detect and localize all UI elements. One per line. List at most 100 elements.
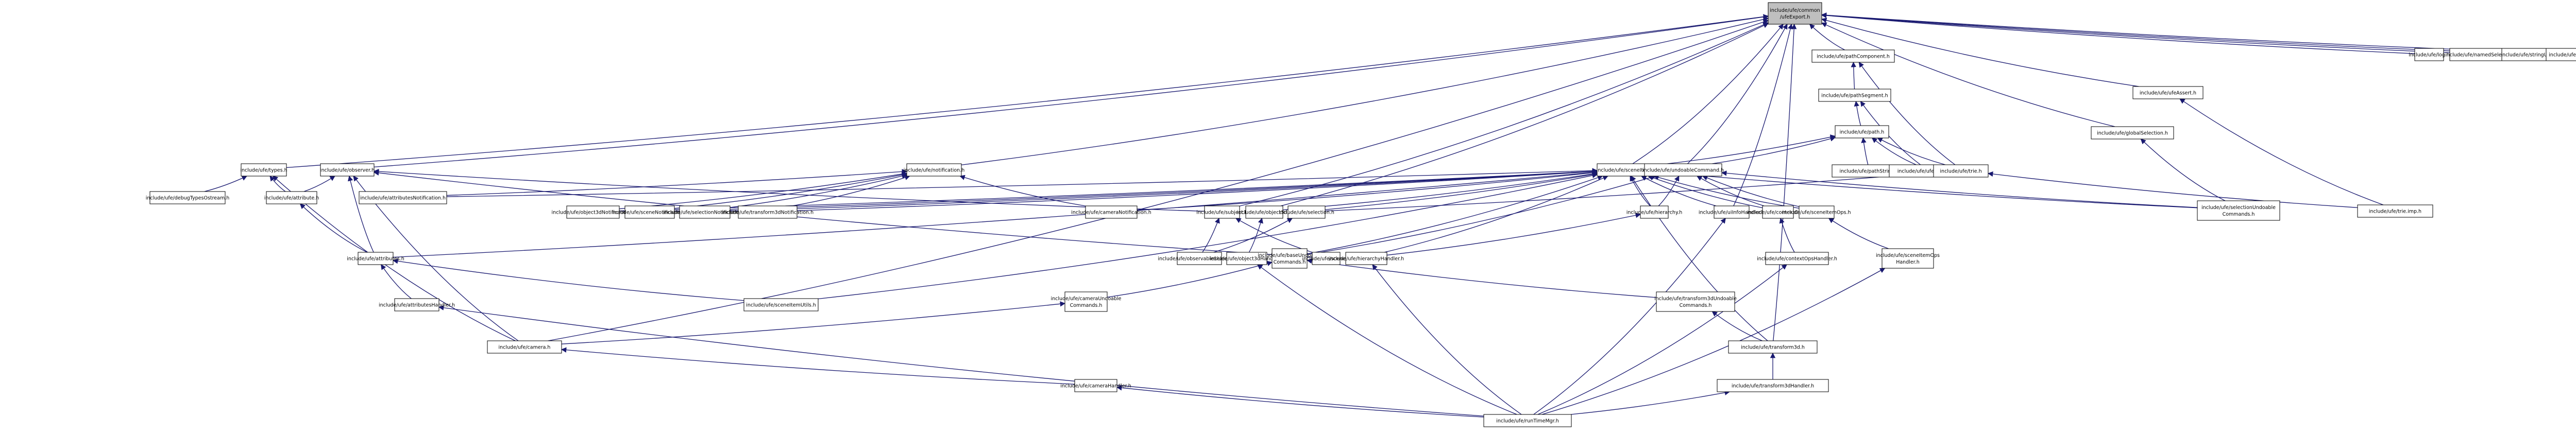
node-label: include/ufe/attributes.h bbox=[347, 256, 404, 262]
graph-node[interactable]: include/ufe/subject.h bbox=[1196, 205, 1248, 219]
node-label: include/ufe/observer.h bbox=[320, 168, 375, 173]
edge-trie-to-pathComponent bbox=[1858, 62, 1956, 165]
edge-selectionNotification-to-notification bbox=[730, 173, 908, 208]
node-label: include/ufe/object3dNotification.h bbox=[552, 210, 635, 216]
edge-selectionNotification-to-sceneItem bbox=[730, 168, 1598, 212]
node-box bbox=[1811, 49, 1895, 63]
graph-node[interactable]: include/ufe/hierarchyHandler.h bbox=[1329, 252, 1404, 265]
graph-node[interactable]: include/ufe/cameraNotification.h bbox=[1071, 205, 1151, 219]
edge-attribute-to-observer bbox=[303, 176, 335, 192]
edge-trie-to-path bbox=[1877, 137, 1945, 165]
node-label: include/ufe/uiInfoHandler.h bbox=[1699, 210, 1765, 216]
node-box bbox=[2414, 48, 2444, 61]
graph-node[interactable]: include/ufe/hierarchy.h bbox=[1626, 205, 1683, 219]
edge-undoableCommand-to-path bbox=[1712, 136, 1836, 164]
edge-baseUndoable-to-sceneItem bbox=[1307, 175, 1603, 254]
graph-node[interactable]: include/ufe/contextOps.h bbox=[1747, 205, 1809, 219]
node-box bbox=[2546, 48, 2576, 61]
node-label: include/ufe/sceneItem.h bbox=[1597, 168, 1656, 173]
edge-transform3d-to-transform3dUndoable bbox=[1711, 311, 1762, 341]
edge-transform3dNotification-to-notification bbox=[792, 175, 910, 206]
graph-node[interactable]: include/ufe/transform3d.h bbox=[1728, 340, 1818, 354]
node-box bbox=[1640, 205, 1669, 219]
node-label: include/ufe/runTimeMgr.h bbox=[1496, 419, 1559, 424]
node-box bbox=[1345, 252, 1387, 265]
graph-node[interactable]: include/ufe/transform3dUndoableCommands.… bbox=[1654, 291, 1737, 312]
graph-node[interactable]: include/ufe/versionInfo.h bbox=[2546, 48, 2576, 61]
edge-sceneItem-to-path bbox=[1654, 134, 1836, 166]
edge-types-to-root bbox=[286, 14, 1769, 168]
graph-node[interactable]: include/ufe/attributes.h bbox=[347, 252, 404, 265]
node-label: include/ufe/transform3dHandler.h bbox=[1732, 384, 1814, 389]
graph-node[interactable]: include/ufe/sceneItemUtils.h bbox=[743, 298, 819, 311]
graph-node[interactable]: include/ufe/log.h bbox=[2409, 48, 2450, 61]
edge-transform3dNotification-to-sceneItem bbox=[796, 169, 1598, 211]
graph-node[interactable]: include/ufe/path.h bbox=[1835, 125, 1889, 138]
node-label: include/ufe/cameraUndoable bbox=[1050, 296, 1121, 302]
graph-node[interactable]: include/ufe/camera.h bbox=[487, 340, 562, 354]
graph-node[interactable]: include/ufe/object3dNotification.h bbox=[552, 205, 635, 219]
graph-node[interactable]: include/ufe/scene.h bbox=[1302, 252, 1350, 265]
node-box bbox=[1728, 340, 1818, 354]
graph-node[interactable]: include/ufe/object3dHandler.h bbox=[1210, 252, 1284, 265]
edge-hierarchy-to-undoableCommand bbox=[1658, 176, 1680, 206]
graph-node[interactable]: include/ufe/ufeAssert.h bbox=[2132, 86, 2204, 99]
node-label: include/ufe/versionInfo.h bbox=[2549, 53, 2576, 58]
graph-node[interactable]: include/ufe/attribute.h bbox=[264, 191, 319, 204]
graph-node[interactable]: include/ufe/cameraHandler.h bbox=[1060, 379, 1131, 392]
graph-node[interactable]: include/ufe/observableSelection.h bbox=[1158, 252, 1241, 265]
node-box bbox=[149, 191, 226, 204]
graph-node[interactable]: include/ufe/transform3dHandler.h bbox=[1717, 379, 1829, 392]
node-box bbox=[1085, 205, 1138, 219]
edge-sceneItemUtils-to-sceneItem bbox=[818, 172, 1598, 300]
edge-observer-to-root bbox=[374, 14, 1769, 168]
edge-runTimeMgr-to-sceneItemOpsHandler bbox=[1541, 268, 1886, 415]
graph-node[interactable]: include/ufe/attributesHandler.h bbox=[379, 298, 455, 311]
graph-node[interactable]: include/ufe/contextOpsHandler.h bbox=[1757, 252, 1837, 265]
root-node[interactable]: include/ufe/common/ufeExport.h bbox=[1768, 2, 1822, 25]
node-label: include/ufe/subject.h bbox=[1196, 210, 1248, 216]
graph-node[interactable]: include/ufe/observer.h bbox=[320, 163, 375, 177]
node-label: include/ufe/cameraNotification.h bbox=[1071, 210, 1151, 216]
graph-node[interactable]: include/ufe/runTimeMgr.h bbox=[1483, 414, 1572, 427]
graph-node[interactable]: include/ufe/sceneItemOps.h bbox=[1782, 205, 1851, 219]
node-label: include/ufe/stringUtils.h bbox=[2501, 53, 2559, 58]
edge-attributes-to-attribute bbox=[299, 203, 367, 253]
graph-node[interactable]: include/ufe/uiInfoHandler.h bbox=[1699, 205, 1765, 219]
graph-node[interactable]: include/ufe/attributesNotification.h bbox=[359, 191, 447, 204]
edge-sceneItem-to-root bbox=[1632, 24, 1784, 164]
graph-node[interactable]: include/ufe/debugTypesOstream.h bbox=[146, 191, 230, 204]
node-box bbox=[358, 252, 394, 265]
node-box bbox=[266, 191, 317, 204]
graph-node[interactable]: include/ufe/types.h bbox=[240, 163, 287, 177]
node-label: Commands.h bbox=[1274, 259, 1306, 265]
graph-node[interactable]: include/ufe/object3d.h bbox=[1237, 205, 1292, 219]
graph-node[interactable]: include/ufe/trie.h bbox=[1933, 164, 1989, 178]
edge-baseUndoable-to-undoableCommand bbox=[1307, 175, 1656, 255]
edge-contextOps-to-undoableCommand bbox=[1697, 176, 1765, 206]
node-box bbox=[1226, 252, 1267, 265]
edge-undoableCommand-to-root bbox=[1687, 24, 1788, 164]
graph-node[interactable]: include/ufe/notification.h bbox=[904, 163, 965, 177]
graph-node[interactable]: include/ufe/pathComponent.h bbox=[1811, 49, 1895, 63]
edge-runTimeMgr-to-transform3dHandler bbox=[1570, 390, 1731, 415]
graph-node[interactable]: include/ufe/transform3dNotification.h bbox=[722, 205, 814, 219]
graph-node[interactable]: include/ufe/selectionNotification.h bbox=[663, 205, 747, 219]
node-box bbox=[1882, 248, 1934, 269]
edge-debugTypesOstream-to-types bbox=[204, 176, 248, 192]
graph-node[interactable]: include/ufe/pathSegment.h bbox=[1818, 89, 1891, 102]
graph-node[interactable]: include/ufe/globalSelection.h bbox=[2091, 126, 2174, 140]
node-label: Commands.h bbox=[2223, 212, 2255, 217]
graph-node[interactable]: include/ufe/trie.imp.h bbox=[2357, 204, 2433, 218]
graph-node[interactable]: include/ufe/sceneNotification.h bbox=[612, 205, 688, 219]
node-box bbox=[743, 298, 819, 311]
graph-node[interactable]: include/ufe/selection.h bbox=[1279, 205, 1334, 219]
graph-node[interactable]: include/ufe/undoableCommand.h bbox=[1642, 163, 1724, 177]
edge-camera-to-root bbox=[548, 19, 1769, 341]
node-box bbox=[394, 298, 439, 311]
node-label: include/ufe/selection.h bbox=[1279, 210, 1334, 216]
